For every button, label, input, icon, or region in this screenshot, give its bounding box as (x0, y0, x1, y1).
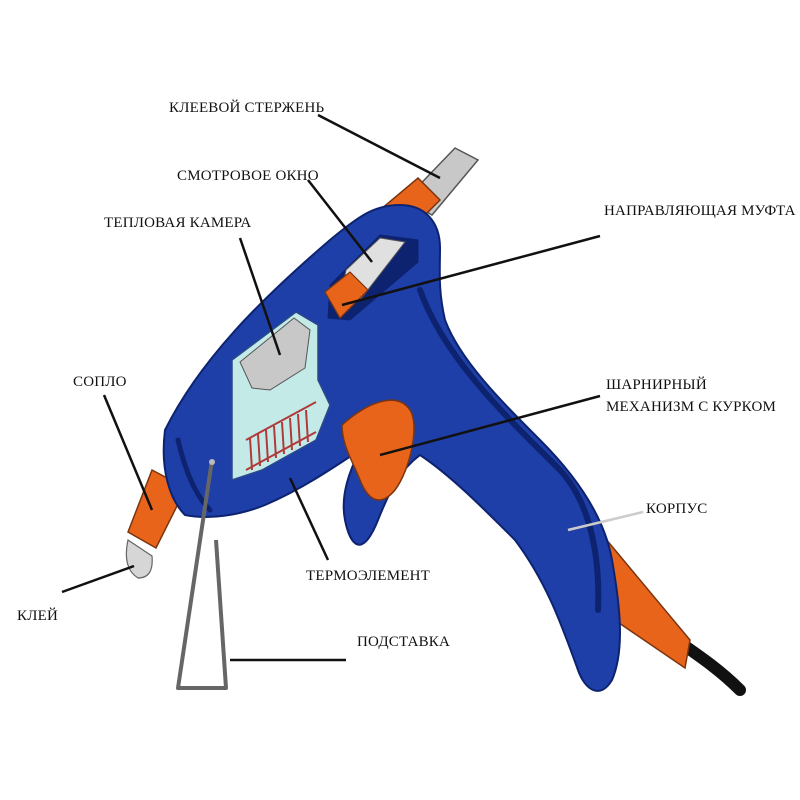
label-guide-sleeve: НАПРАВЛЯЮЩАЯ МУФТА (604, 202, 796, 220)
label-nozzle: СОПЛО (73, 373, 127, 391)
leader-glue-stick (318, 115, 440, 178)
label-hinge-line2: МЕХАНИЗМ С КУРКОМ (606, 398, 776, 416)
label-stand: ПОДСТАВКА (357, 633, 450, 651)
label-glue-stick: КЛЕЕВОЙ СТЕРЖЕНЬ (169, 99, 324, 117)
label-glue: КЛЕЙ (17, 607, 58, 625)
leader-glue (62, 566, 134, 592)
glue-tip (126, 540, 152, 578)
label-heating-element: ТЕРМОЭЛЕМЕНТ (306, 567, 430, 585)
label-hinge-line1: ШАРНИРНЫЙ (606, 376, 707, 394)
stand-pivot (209, 459, 215, 465)
label-body: КОРПУС (646, 500, 707, 518)
leader-nozzle (104, 395, 152, 510)
leader-heating-element (290, 478, 328, 560)
label-heat-chamber: ТЕПЛОВАЯ КАМЕРА (104, 214, 251, 232)
label-view-window: СМОТРОВОЕ ОКНО (177, 167, 319, 185)
